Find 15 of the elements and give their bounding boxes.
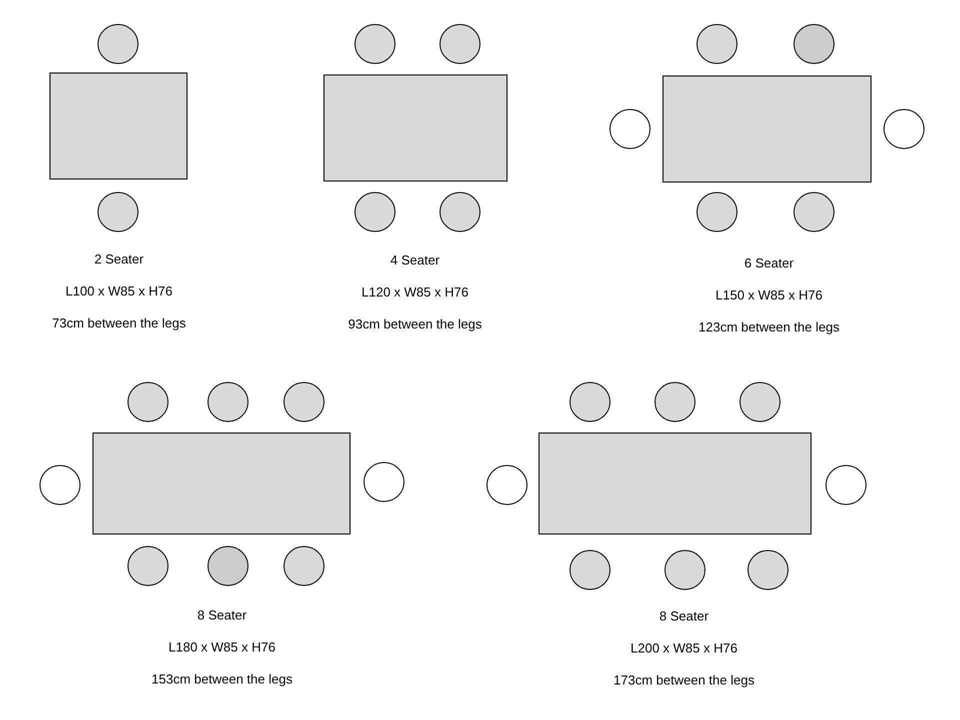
dimensions-text: L150 x W85 x H76 — [716, 288, 822, 302]
dimensions-text: L200 x W85 x H76 — [630, 640, 738, 656]
leg-spacing-text: 73cm between the legs — [52, 316, 186, 330]
table-name: 8 Seater — [659, 608, 709, 624]
table-name: 4 Seater — [390, 252, 440, 268]
dimensions-text: L120 x W85 x H76 — [362, 284, 468, 300]
leg-spacing-text: 153cm between the legs — [152, 672, 292, 686]
leg-spacing-text: 93cm between the legs — [348, 316, 482, 332]
dimensions-text: L100 x W85 x H76 — [66, 284, 172, 298]
dimensions-text: L180 x W85 x H76 — [168, 640, 276, 654]
table-name: 2 Seater — [94, 252, 144, 266]
table-name: 8 Seater — [197, 608, 247, 622]
leg-spacing-text: 123cm between the legs — [698, 320, 840, 334]
leg-spacing-text: 173cm between the legs — [614, 672, 754, 688]
table-name: 6 Seater — [744, 256, 794, 270]
